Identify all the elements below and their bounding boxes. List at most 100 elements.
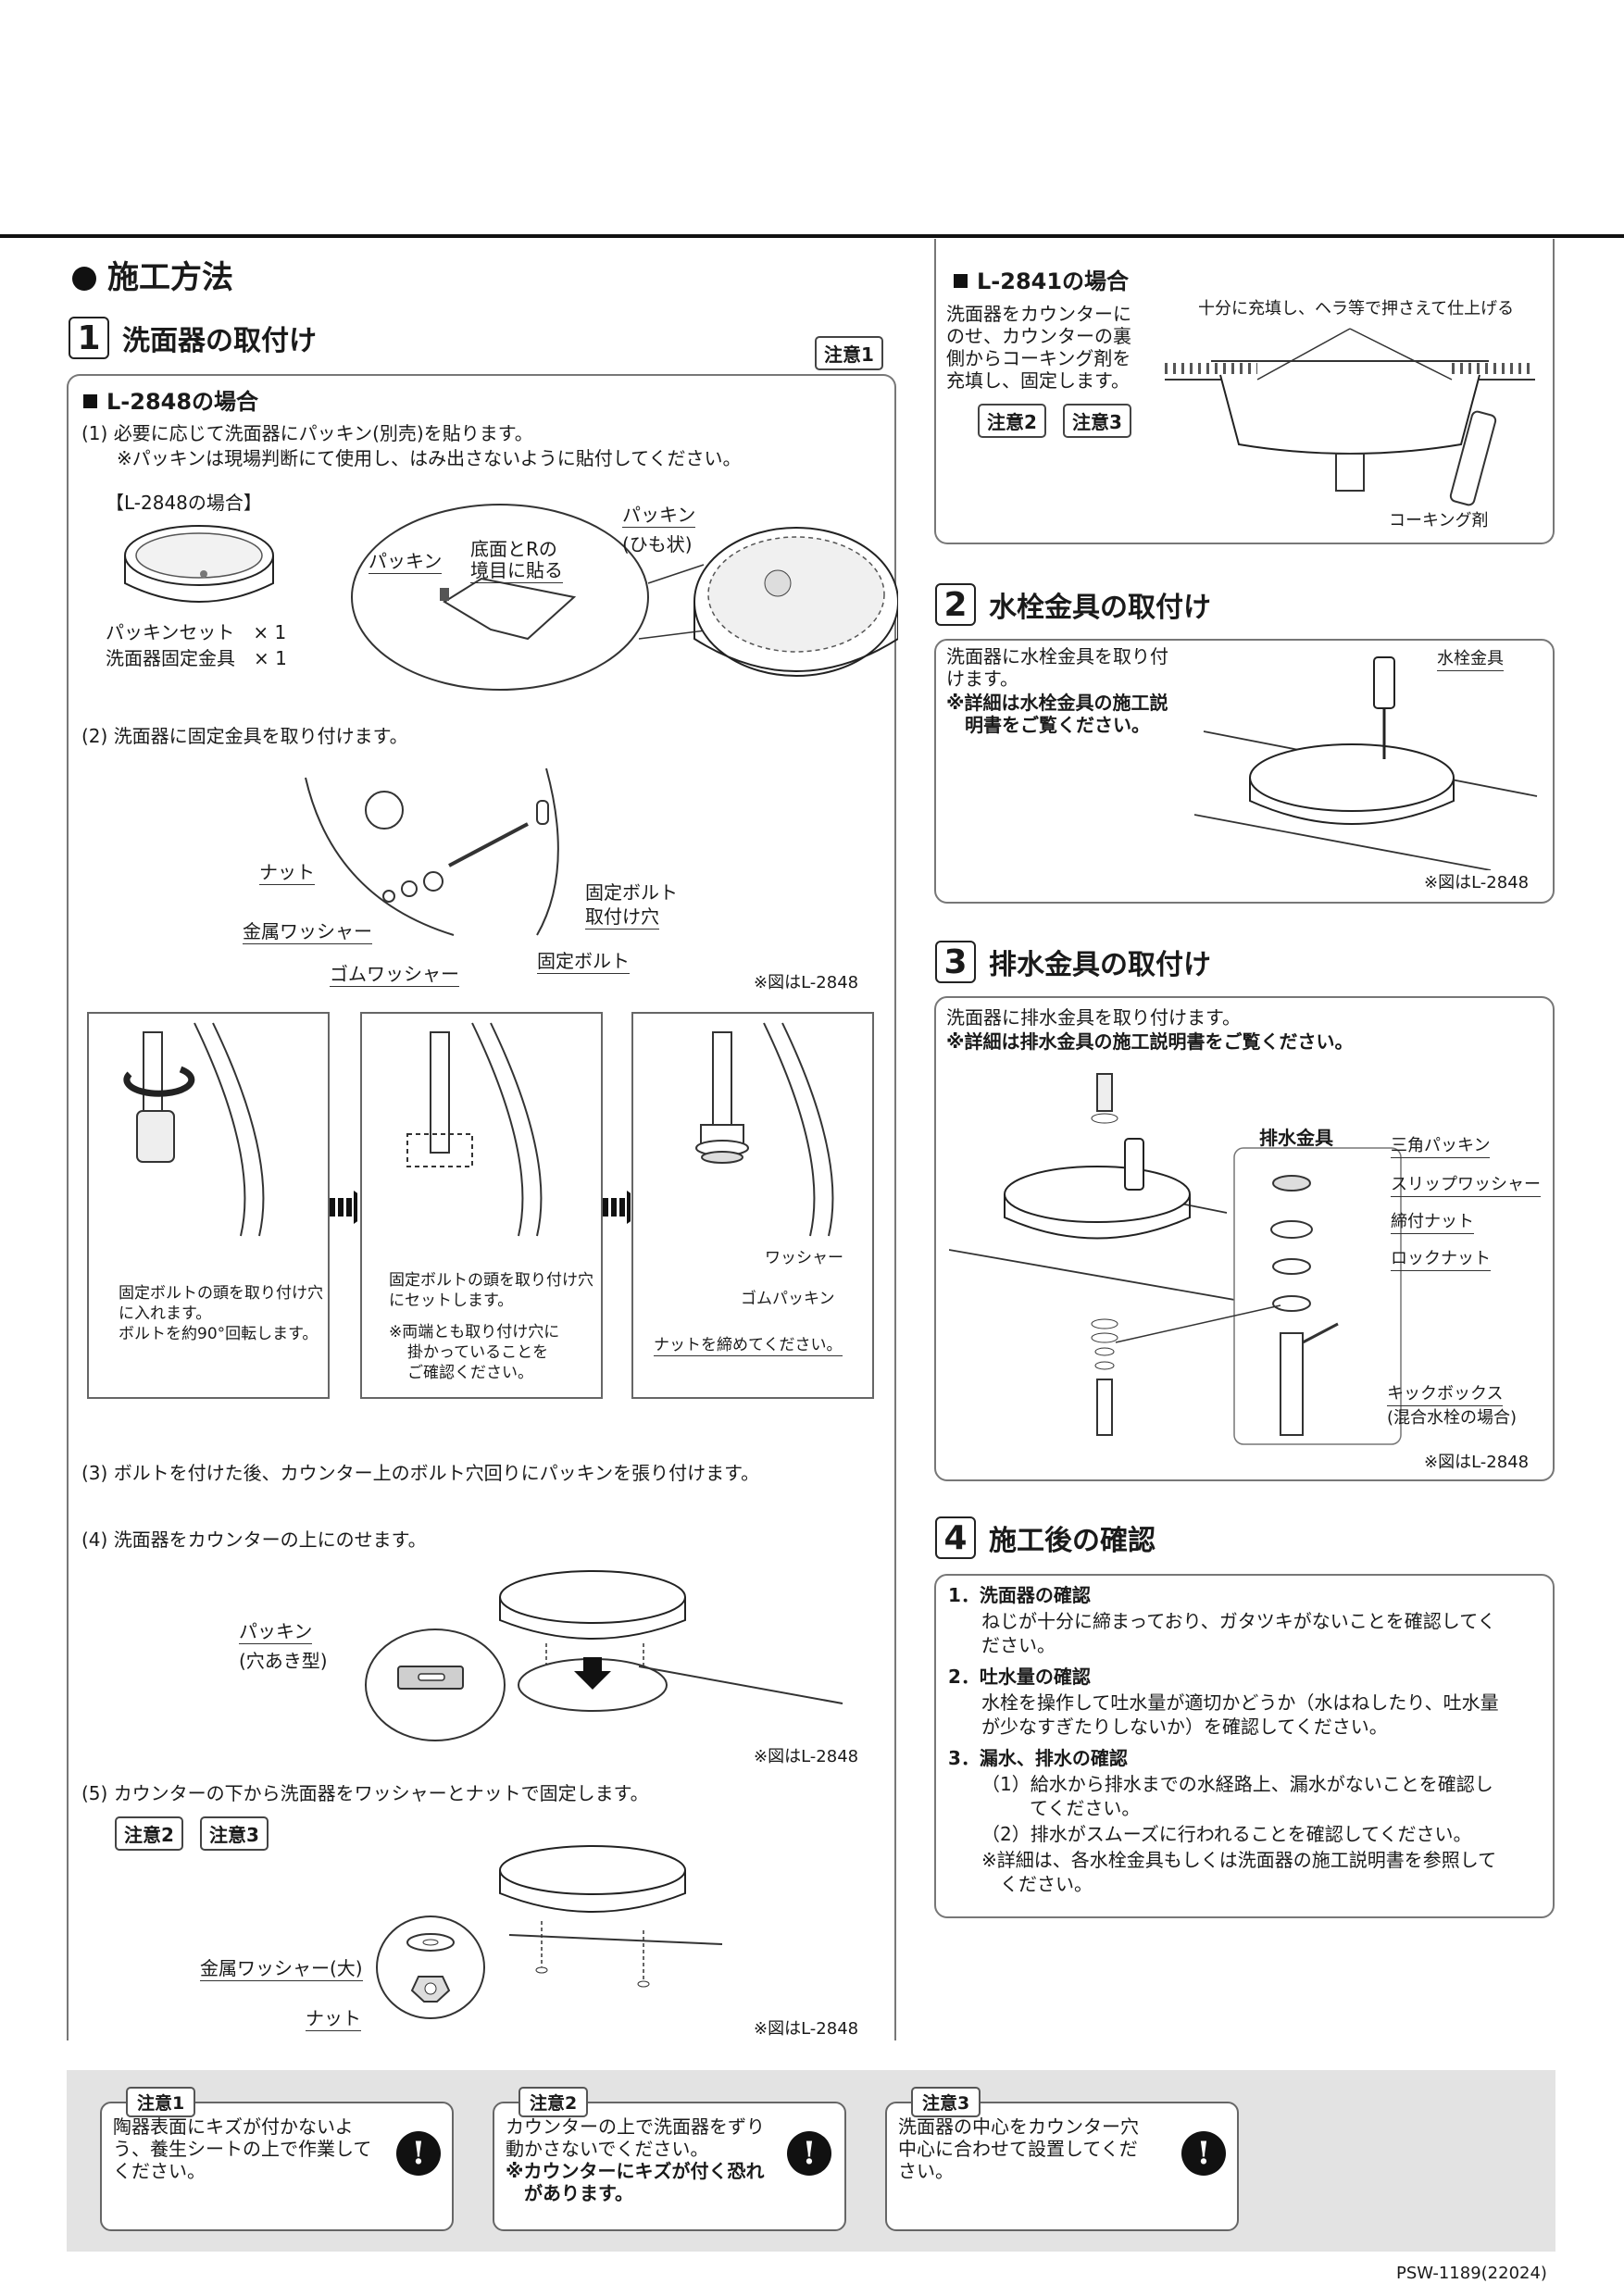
label-packing-type: (穴あき型) bbox=[239, 1650, 328, 1672]
label-faucet: 水栓金具 bbox=[1437, 648, 1504, 671]
label-lock-nut: ロックナット bbox=[1391, 1248, 1491, 1271]
instruction-4: (4) 洗面器をカウンターの上にのせます。 bbox=[81, 1529, 427, 1551]
caution-1-line-3: ください。 bbox=[113, 2160, 206, 2182]
instruction-1: (1) 必要に応じて洗面器にパッキン(別売)を貼ります。 bbox=[81, 422, 533, 444]
label-slip-washer: スリップワッシャー bbox=[1391, 1174, 1541, 1197]
exclamation-icon: ! bbox=[1181, 2131, 1226, 2176]
check-3-title: 3．漏水、排水の確認 bbox=[948, 1747, 1128, 1769]
panel-1-text-1: 固定ボルトの頭を取り付け穴 bbox=[119, 1284, 323, 1303]
label-packing-s4: パッキン bbox=[239, 1616, 313, 1644]
label-string-type: (ひも状) bbox=[622, 533, 693, 555]
case-2841-text-2: のせ、カウンターの裏 bbox=[946, 325, 1131, 347]
step3-text-1: 洗面器に排水金具を取り付けます。 bbox=[946, 1006, 1241, 1029]
case-2841-title: L-2841の場合 bbox=[954, 263, 1129, 295]
step3-text-2: ※詳細は排水金具の施工説明書をご覧ください。 bbox=[946, 1030, 1354, 1053]
label-nut-s5: ナット bbox=[306, 2003, 361, 2031]
label-caulk: コーキング剤 bbox=[1389, 511, 1489, 530]
check-1-text-1: ねじが十分に締まっており、ガタツキがないことを確認してく bbox=[981, 1610, 1496, 1632]
label-washer-large: 金属ワッシャー(大) bbox=[200, 1953, 363, 1981]
caution-box-2 bbox=[493, 2102, 846, 2231]
panel-2-note-1: ※両端とも取り付け穴に bbox=[389, 1323, 560, 1341]
caution-2-line-1: カウンターの上で洗面器をずり bbox=[506, 2115, 765, 2138]
check-2-text-1: 水栓を操作して吐水量が適切かどうか（水はねしたり、吐水量 bbox=[981, 1691, 1499, 1714]
label-rubber-washer: ゴムワッシャー bbox=[330, 959, 459, 987]
drain-assembly-figure bbox=[949, 1073, 1402, 1445]
step2-header: 2 水栓金具の取付け bbox=[935, 583, 1211, 626]
step3-header: 3 排水金具の取付け bbox=[935, 941, 1211, 983]
caution-3-line-1: 洗面器の中心をカウンター穴 bbox=[898, 2115, 1139, 2138]
caution-tag: 注意1 bbox=[126, 2087, 196, 2117]
faucet-figure bbox=[1194, 656, 1538, 870]
caution-tag: 注意1 bbox=[815, 336, 883, 370]
panel-1-text-2: に入れます。 bbox=[119, 1304, 212, 1323]
panel-2-text-2: にセットします。 bbox=[389, 1292, 514, 1310]
label-packing: パッキン bbox=[369, 546, 443, 574]
panel-3-text: ナットを締めてください。 bbox=[654, 1336, 843, 1356]
basin-fixing-figure bbox=[376, 1845, 723, 2019]
panel-2-note-3: ご確認ください。 bbox=[407, 1364, 533, 1382]
step-title: 洗面器の取付け bbox=[122, 325, 317, 357]
step-title: 排水金具の取付け bbox=[989, 949, 1211, 981]
instruction-5: (5) カウンターの下から洗面器をワッシャーとナットで固定します。 bbox=[81, 1782, 649, 1804]
header-rule bbox=[0, 234, 1624, 238]
step-title: 水栓金具の取付け bbox=[989, 592, 1211, 624]
caution-1-line-1: 陶器表面にキズが付かないよ bbox=[113, 2115, 354, 2138]
figure-note-2: ※図はL-2848 bbox=[754, 1747, 859, 1766]
case-2841-text-4: 充填し、固定します。 bbox=[946, 369, 1130, 392]
panel-2-note-2: 掛かっていることを bbox=[407, 1343, 549, 1362]
step-title: 施工後の確認 bbox=[989, 1525, 1156, 1557]
step2-text-4: 明書をご覧ください。 bbox=[965, 714, 1150, 736]
caution-tag-3: 注意3 bbox=[1063, 404, 1131, 438]
caution-3-line-3: さい。 bbox=[898, 2160, 954, 2182]
nut-tighten-figure bbox=[695, 1022, 834, 1237]
case-2841-text-1: 洗面器をカウンターに bbox=[946, 303, 1131, 325]
fixing-bracket-figure bbox=[305, 767, 559, 936]
panel-2-text-1: 固定ボルトの頭を取り付け穴 bbox=[389, 1271, 593, 1290]
check-3-text-2: てください。 bbox=[1030, 1797, 1141, 1819]
label-metal-washer: 金属ワッシャー bbox=[243, 917, 372, 944]
step1-header: 1 洗面器の取付け bbox=[69, 317, 317, 359]
check-3-text-3: （2）排水がスムーズに行われることを確認してください。 bbox=[981, 1823, 1472, 1845]
label-nut: ナット bbox=[259, 857, 315, 885]
caution-3-line-2: 中心に合わせて設置してくだ bbox=[898, 2138, 1138, 2160]
label-bolt-hole-2: 取付け穴 bbox=[585, 902, 659, 930]
drain-parts-title: 排水金具 bbox=[1259, 1127, 1333, 1149]
case-2841-text-3: 側からコーキング剤を bbox=[946, 347, 1131, 369]
label-kick-box: キックボックス bbox=[1387, 1383, 1504, 1406]
step2-text-3: ※詳細は水栓金具の施工説 bbox=[946, 692, 1168, 714]
instruction-2: (2) 洗面器に固定金具を取り付けます。 bbox=[81, 725, 408, 747]
figure-note: ※図はL-2848 bbox=[1424, 873, 1530, 892]
caution-2-line-2: 動かさないでください。 bbox=[506, 2138, 709, 2160]
check-1-title: 1．洗面器の確認 bbox=[948, 1584, 1091, 1606]
check-1-text-2: ださい。 bbox=[981, 1634, 1056, 1656]
exclamation-icon: ! bbox=[396, 2131, 441, 2176]
label-bottom-r: 底面とRの bbox=[470, 538, 557, 560]
step2-text-1: 洗面器に水栓金具を取り付 bbox=[946, 645, 1168, 668]
caution-box-3 bbox=[885, 2102, 1239, 2231]
label-kick-box-note: (混合水栓の場合) bbox=[1387, 1408, 1518, 1428]
label-rubber-packing: ゴムパッキン bbox=[741, 1290, 835, 1308]
bolt-insert-figure bbox=[123, 1022, 265, 1237]
caution-tag-2: 注意2 bbox=[978, 404, 1046, 438]
check-3-text-1: （1）給水から排水までの水経路上、漏水がないことを確認し bbox=[981, 1773, 1493, 1795]
basin-placement-figure bbox=[365, 1570, 843, 1741]
instruction-3: (3) ボルトを付けた後、カウンター上のボルト穴回りにパッキンを張り付けます。 bbox=[81, 1462, 760, 1484]
caution-tag-2: 注意2 bbox=[115, 1816, 183, 1851]
case-title: L-2848の場合 bbox=[83, 383, 258, 416]
check-2-text-2: が少なすぎたりしないか）を確認してください。 bbox=[981, 1716, 1388, 1738]
step-panel-3 bbox=[631, 1012, 874, 1399]
label-washer: ワッシャー bbox=[765, 1249, 843, 1267]
label-triangle-packing: 三角パッキン bbox=[1391, 1135, 1491, 1158]
bullet-icon bbox=[72, 267, 96, 291]
set-title: 【L-2848の場合】 bbox=[106, 492, 262, 514]
check-3-text-5: ください。 bbox=[1000, 1873, 1093, 1895]
step-number: 4 bbox=[935, 1516, 976, 1559]
set-item-1: パッキンセット × 1 bbox=[106, 621, 287, 643]
figure-note: ※図はL-2848 bbox=[1424, 1453, 1530, 1472]
step-number: 2 bbox=[935, 583, 976, 626]
label-tighten-nut: 締付ナット bbox=[1391, 1211, 1474, 1234]
arrow-right-icon bbox=[330, 1189, 357, 1226]
panel-1-text-3: ボルトを約90°回転します。 bbox=[119, 1325, 319, 1343]
label-fill: 十分に充填し、ヘラ等で押さえて仕上げる bbox=[1198, 299, 1515, 318]
packing-detail-figure bbox=[351, 504, 898, 691]
